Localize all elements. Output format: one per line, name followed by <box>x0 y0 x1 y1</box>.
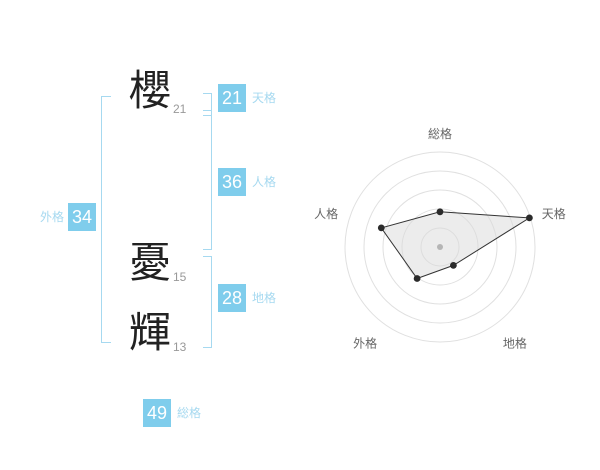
gaikaku-bracket <box>101 96 111 343</box>
radar-grid-ring <box>344 151 536 343</box>
stroke-count-3: 13 <box>173 340 187 354</box>
radar-data-point <box>450 262 457 269</box>
radar-axis-label: 外格 <box>353 336 377 351</box>
radar-grid-ring <box>382 189 498 305</box>
radar-center-dot <box>437 244 443 250</box>
radar-axis-label: 人格 <box>314 206 338 221</box>
chikaku-badge: 28 <box>218 284 246 312</box>
gaikaku-badge: 34 <box>68 203 96 231</box>
radar-axis-label: 総格 <box>428 126 452 141</box>
jinkaku-bracket <box>203 110 212 250</box>
radar-axis-label: 天格 <box>542 206 566 221</box>
jinkaku-badge-label: 人格 <box>252 175 277 189</box>
jinkaku-badge: 36 <box>218 168 246 196</box>
kanji-char-3: 輝 <box>128 309 171 356</box>
radar-data-point <box>413 275 421 282</box>
radar-axis-label: 地格 <box>503 336 527 351</box>
tenkaku-badge: 21 <box>218 84 246 112</box>
tenkaku-badge-label: 天格 <box>252 91 277 105</box>
radar-data-point <box>436 208 444 216</box>
soukaku-badge-label: 総格 <box>177 406 202 420</box>
radar-data-point <box>526 214 533 222</box>
chikaku-badge-label: 地格 <box>252 291 277 305</box>
gaikaku-label: 外格 <box>40 210 65 224</box>
radar-data-point <box>377 224 385 232</box>
radar-grid-ring <box>363 170 517 324</box>
chikaku-bracket <box>203 256 212 348</box>
radar-data-polygon <box>380 211 531 280</box>
tenkaku-bracket <box>203 93 212 116</box>
kanji-char-1: 櫻 <box>128 67 171 114</box>
stroke-count-1: 21 <box>173 102 187 116</box>
kanji-char-2: 憂 <box>128 239 171 286</box>
stroke-count-2: 15 <box>173 270 187 284</box>
soukaku-badge: 49 <box>143 399 171 427</box>
